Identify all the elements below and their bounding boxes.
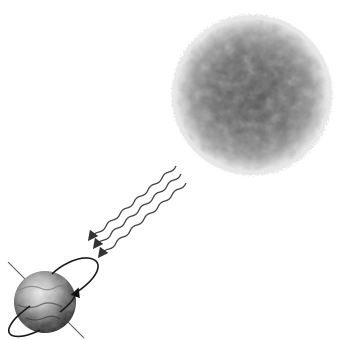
wave-ray-3 [101, 183, 186, 254]
planet-icon [14, 271, 76, 333]
wave-ray-2 [96, 174, 181, 245]
sun-icon [168, 11, 336, 179]
radiation-waves-icon [91, 166, 186, 254]
